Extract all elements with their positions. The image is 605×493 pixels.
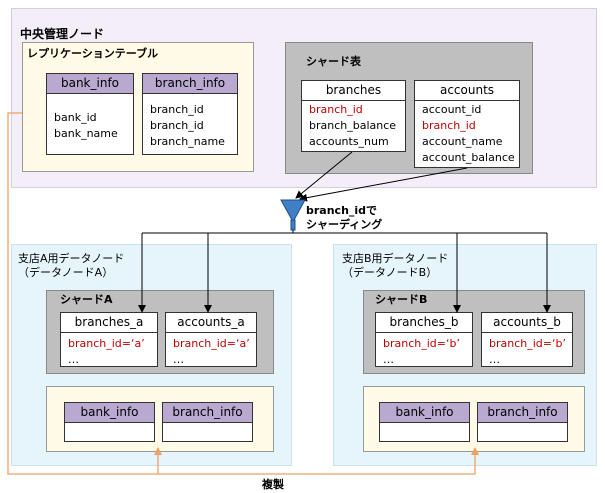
table-header: accounts_a [166, 313, 256, 333]
shard-condition: branch_id=‘a’ [173, 337, 250, 350]
replica-branch-info-a: branch_info [162, 402, 253, 442]
table-accounts-a: accounts_a branch_id=‘a’ … [165, 312, 257, 367]
replication-line [7, 112, 479, 475]
shard-a-title: シャードA [60, 293, 113, 306]
data-node-b-subtitle: （データノードB） [342, 266, 438, 279]
column-name: bank_name [54, 127, 118, 140]
shard-table-title: シャード表 [306, 55, 361, 68]
data-node-a-subtitle: （データノードA） [18, 266, 114, 279]
sharding-label-line2: シャーディング [306, 218, 383, 231]
table-header: branches_b [376, 313, 472, 333]
table-header: bank_info [65, 403, 154, 423]
table-header: bank_info [47, 74, 133, 94]
column-name: branch_id [422, 119, 476, 132]
more-rows: … [68, 353, 79, 366]
table-header: bank_info [380, 403, 469, 423]
table-header: accounts_b [482, 313, 572, 333]
shard-b-title: シャードB [375, 293, 428, 306]
column-name: branch_balance [309, 119, 397, 132]
column-name: bank_id [54, 111, 97, 124]
column-name: accounts_num [309, 135, 389, 148]
replica-branch-info-b: branch_info [477, 402, 568, 442]
table-header: branches_a [61, 313, 157, 333]
arrow-accounts-to-funnel [299, 167, 468, 202]
column-name: account_name [422, 135, 503, 148]
funnel-stem [290, 219, 296, 231]
table-bank-info: bank_info bank_id bank_name [46, 73, 134, 155]
data-node-a-title: 支店A用データノード [18, 252, 125, 265]
arrow-branches-to-funnel [295, 151, 353, 199]
more-rows: … [383, 353, 394, 366]
shard-condition: branch_id=‘b’ [489, 337, 566, 350]
table-branches-b: branches_b branch_id=‘b’ … [375, 312, 473, 367]
central-node-title: 中央管理ノード [20, 27, 105, 41]
column-name: branch_id [309, 103, 363, 116]
column-name: branch_name [150, 135, 225, 148]
column-name: branch_id [150, 103, 204, 116]
table-branch-info: branch_info branch_id branch_id branch_n… [142, 73, 238, 155]
shard-condition: branch_id=‘a’ [68, 337, 145, 350]
column-name: branch_id [150, 119, 204, 132]
table-branches-a: branches_a branch_id=‘a’ … [60, 312, 158, 367]
table-header: branch_info [143, 74, 237, 94]
table-header: accounts [415, 81, 519, 101]
table-header: branch_info [163, 403, 252, 423]
table-accounts: accounts account_id branch_id account_na… [414, 80, 520, 168]
table-branches: branches branch_id branch_balance accoun… [301, 80, 406, 152]
column-name: account_id [422, 103, 482, 116]
replication-table-title: レプリケーションテーブル [27, 47, 159, 60]
table-accounts-b: accounts_b branch_id=‘b’ … [481, 312, 573, 367]
more-rows: … [173, 353, 184, 366]
replication-label: 複製 [262, 478, 284, 491]
data-node-b-title: 支店B用データノード [342, 252, 449, 265]
table-header: branch_info [478, 403, 567, 423]
more-rows: … [489, 353, 500, 366]
shard-condition: branch_id=‘b’ [383, 337, 460, 350]
distribution-bar [142, 230, 547, 234]
replica-bank-info-a: bank_info [64, 402, 155, 442]
funnel-icon [280, 199, 306, 221]
replica-bank-info-b: bank_info [379, 402, 470, 442]
column-name: account_balance [422, 151, 515, 164]
table-header: branches [302, 81, 405, 101]
sharding-label-line1: branch_idで [306, 204, 378, 217]
